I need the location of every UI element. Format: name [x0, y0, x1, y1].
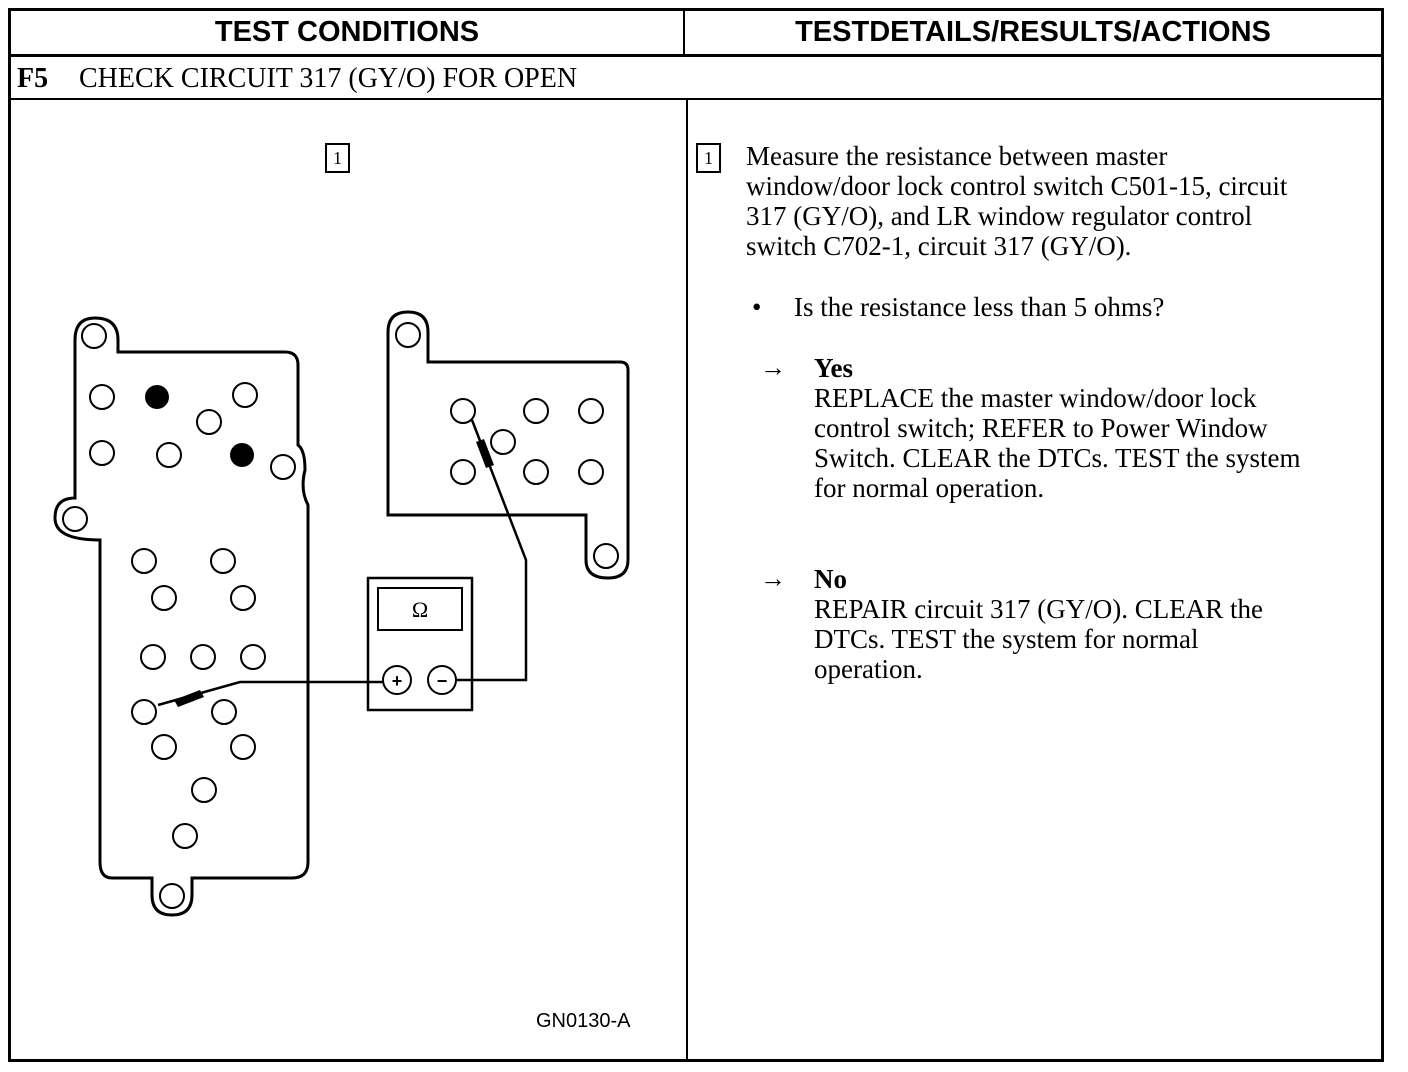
no-arrow-icon: →: [760, 564, 786, 593]
table-header-row: TEST CONDITIONS TESTDETAILS/RESULTS/ACTI…: [11, 11, 1381, 57]
connector-pin: [230, 734, 256, 760]
connector-pin: [131, 548, 157, 574]
connector-pin: [490, 429, 516, 455]
no-action: REPAIR circuit 317 (GY/O). CLEAR the DTC…: [814, 594, 1374, 684]
master-switch-connector-outline: [53, 316, 310, 917]
yes-label: Yes: [814, 353, 853, 383]
header-test-details: TESTDETAILS/RESULTS/ACTIONS: [795, 16, 1271, 48]
plus-symbol: +: [392, 671, 403, 691]
connector-pin: [89, 384, 115, 410]
instruction-line: 317 (GY/O), and LR window regulator cont…: [746, 201, 1253, 231]
filled-cavity: [230, 443, 254, 467]
yes-action-line: for normal operation.: [814, 473, 1045, 503]
no-action-line: operation.: [814, 654, 923, 684]
instruction-line: window/door lock control switch C501-15,…: [746, 171, 1288, 201]
ohmmeter-display: [377, 587, 463, 631]
mount-hole: [270, 454, 296, 480]
connector-pin-c702-1: [450, 398, 476, 424]
connector-pin: [230, 585, 256, 611]
connector-pin: [89, 440, 115, 466]
lr-switch-connector-outline: [386, 310, 630, 580]
connector-pin: [156, 442, 182, 468]
connector-pin: [578, 459, 604, 485]
instruction-line: switch C702-1, circuit 317 (GY/O).: [746, 231, 1132, 261]
connector-pin: [196, 409, 222, 435]
test-procedure-table: TEST CONDITIONS TESTDETAILS/RESULTS/ACTI…: [8, 8, 1384, 1062]
mount-hole: [395, 322, 421, 348]
step-title: CHECK CIRCUIT 317 (GY/O) FOR OPEN: [79, 63, 578, 94]
connector-pin: [190, 644, 216, 670]
yes-action: REPLACE the master window/door lock cont…: [814, 383, 1374, 503]
connector-pin-c501-15: [131, 699, 157, 725]
positive-probe: [174, 690, 204, 707]
question-bullet: •: [752, 292, 762, 322]
question-text: Is the resistance less than 5 ohms?: [794, 292, 1165, 322]
ohm-symbol: Ω: [412, 597, 428, 622]
step-marker-right: 1: [696, 143, 721, 173]
connector-pin: [232, 382, 258, 408]
no-label: No: [814, 564, 847, 594]
connector-pin: [151, 585, 177, 611]
mount-hole: [593, 543, 619, 569]
yes-action-line: Switch. CLEAR the DTCs. TEST the system: [814, 443, 1301, 473]
header-test-conditions: TEST CONDITIONS: [11, 11, 685, 54]
negative-probe: [476, 439, 494, 468]
filled-cavity: [145, 385, 169, 409]
yes-arrow-icon: →: [760, 353, 786, 382]
connector-pin: [151, 734, 177, 760]
step-title-row: F5 CHECK CIRCUIT 317 (GY/O) FOR OPEN: [11, 57, 1381, 100]
connector-pin: [523, 459, 549, 485]
no-action-line: REPAIR circuit 317 (GY/O). CLEAR the: [814, 594, 1263, 624]
connector-pin: [210, 548, 236, 574]
connector-pin: [172, 823, 198, 849]
step-code: F5: [17, 63, 49, 94]
yes-action-line: REPLACE the master window/door lock: [814, 383, 1257, 413]
instruction-text: Measure the resistance between master wi…: [746, 141, 1366, 261]
mount-hole: [159, 883, 185, 909]
instruction-line: Measure the resistance between master: [746, 141, 1168, 171]
figure-id: GN0130-A: [536, 1010, 631, 1032]
step-marker-left: 1: [325, 143, 350, 173]
connector-pin: [578, 398, 604, 424]
no-action-line: DTCs. TEST the system for normal: [814, 624, 1199, 654]
connector-pin: [140, 644, 166, 670]
connector-pin: [240, 644, 266, 670]
negative-test-lead: [456, 419, 528, 682]
yes-action-line: control switch; REFER to Power Window: [814, 413, 1268, 443]
mount-hole: [62, 506, 88, 532]
connector-pin: [523, 398, 549, 424]
column-divider: [686, 100, 688, 1062]
mount-hole: [81, 323, 107, 349]
connector-pin: [211, 699, 237, 725]
connector-pin: [191, 777, 217, 803]
connector-pin: [450, 459, 476, 485]
ohmmeter-plus-terminal: [382, 665, 412, 695]
minus-symbol: −: [437, 671, 448, 691]
